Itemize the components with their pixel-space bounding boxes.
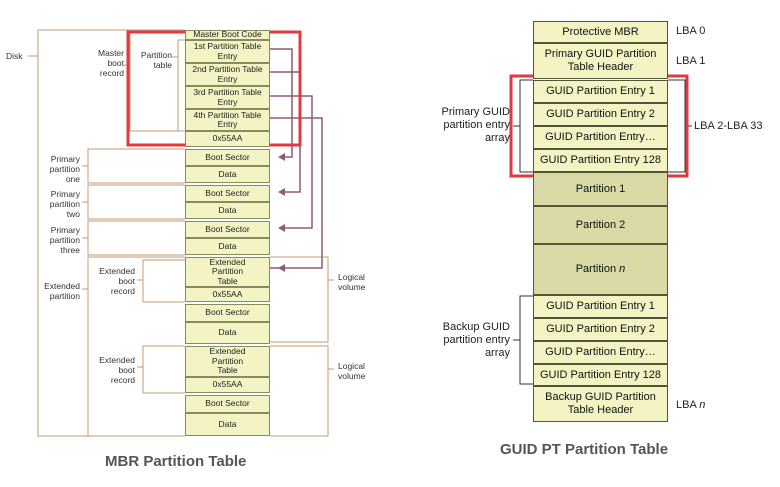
partition-entry-4-cell: 4th Partition Table Entry (185, 109, 270, 131)
signature-cell: 0x55AA (185, 377, 270, 393)
master-boot-record-label: Master boot record (98, 48, 124, 78)
boot-sector-cell: Boot Sector (185, 221, 270, 238)
master-boot-code-cell: Master Boot Code (185, 30, 270, 40)
lba-2-33-label: LBA 2-LBA 33 (694, 120, 763, 132)
primary-partition-three-label: Primary partition three (49, 225, 80, 255)
backup-partition-entry-cell: GUID Partition Entry… (533, 341, 668, 364)
partition-n-cell: Partition n (533, 244, 668, 295)
partition-entry-1-cell: 1st Partition Table Entry (185, 40, 270, 63)
primary-gpt-header-cell: Primary GUID Partition Table Header (533, 43, 668, 79)
data-cell: Data (185, 322, 270, 344)
mbr-caption: MBR Partition Table (105, 453, 247, 470)
signature-cell: 0x55AA (185, 287, 270, 302)
gpt-caption: GUID PT Partition Table (500, 441, 669, 458)
data-cell: Data (185, 413, 270, 436)
partition-cell: Partition 1 (533, 172, 668, 206)
primary-partition-entry-cell: GUID Partition Entry 1 (533, 80, 668, 103)
logical-volume-label: Logical volume (338, 272, 366, 292)
signature-cell: 0x55AA (185, 131, 270, 147)
primary-partition-entry-cell: GUID Partition Entry 128 (533, 149, 668, 172)
extended-boot-record-label: Extended boot record (99, 355, 135, 385)
disk-label: Disk (6, 51, 23, 61)
protective-mbr-cell: Protective MBR (533, 21, 668, 43)
partition-entry-2-cell: 2nd Partition Table Entry (185, 63, 270, 86)
primary-partition-entry-cell: GUID Partition Entry 2 (533, 103, 668, 126)
data-cell: Data (185, 202, 270, 219)
backup-partition-entry-cell: GUID Partition Entry 1 (533, 295, 668, 318)
backup-partition-entry-cell: GUID Partition Entry 2 (533, 318, 668, 341)
lba-0-label: LBA 0 (676, 25, 706, 37)
backup-array-label: Backup GUID partition entry array (442, 321, 510, 359)
mbr-pointer-arrows (270, 48, 323, 269)
primary-array-label: Primary GUID partition entry array (441, 106, 510, 144)
extended-partition-table-cell: Extended Partition Table (185, 257, 270, 287)
data-cell: Data (185, 238, 270, 255)
extended-boot-record-label: Extended boot record (99, 266, 135, 296)
backup-partition-entry-cell: GUID Partition Entry 128 (533, 364, 668, 386)
lba-1-label: LBA 1 (676, 55, 706, 67)
gpt-diagram: Protective MBR Primary GUID Partition Ta… (400, 0, 780, 487)
lba-n-label: LBA n (676, 399, 706, 411)
partition-cell: Partition 2 (533, 206, 668, 244)
logical-volume-label: Logical volume (338, 361, 366, 381)
boot-sector-cell: Boot Sector (185, 185, 270, 202)
primary-partition-one-label: Primary partition one (49, 154, 80, 184)
boot-sector-cell: Boot Sector (185, 149, 270, 166)
backup-gpt-header-cell: Backup GUID Partition Table Header (533, 386, 668, 422)
extended-partition-table-cell: Extended Partition Table (185, 346, 270, 377)
extended-partition-label: Extended partition (44, 281, 80, 301)
mbr-diagram: Master Boot Code 1st Partition Table Ent… (6, 29, 366, 470)
boot-sector-cell: Boot Sector (185, 395, 270, 413)
boot-sector-cell: Boot Sector (185, 304, 270, 322)
data-cell: Data (185, 166, 270, 183)
partition-table-label: Partition table (140, 50, 172, 70)
primary-partition-entry-cell: GUID Partition Entry… (533, 126, 668, 149)
partition-entry-3-cell: 3rd Partition Table Entry (185, 86, 270, 109)
primary-partition-two-label: Primary partition two (49, 189, 80, 219)
